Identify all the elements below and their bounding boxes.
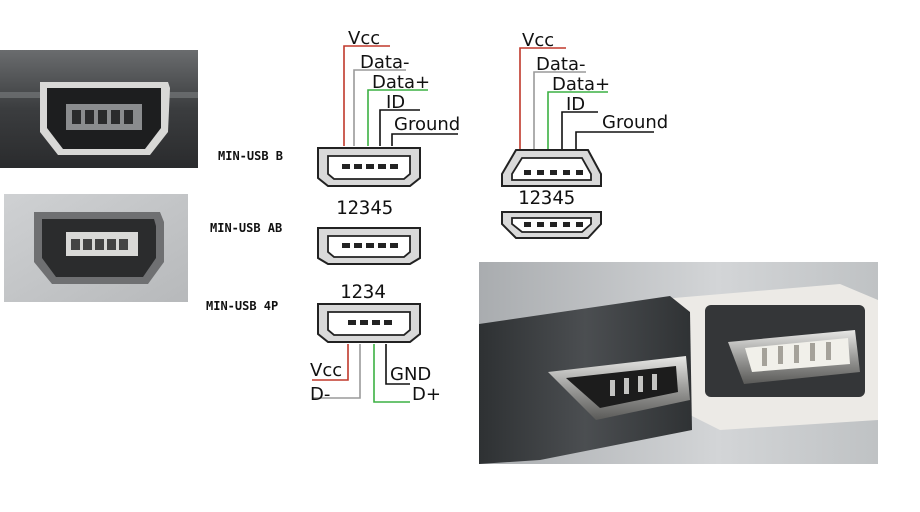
d-plus-wire-4p bbox=[373, 344, 410, 403]
vcc-right-label: Vcc bbox=[522, 30, 554, 51]
vcc-wire-right bbox=[519, 47, 566, 158]
data-plus-wire-right bbox=[547, 91, 608, 158]
data-minus-wire-right bbox=[533, 71, 586, 158]
mini-ab-label: MIN-USB AB bbox=[210, 221, 282, 235]
mini-b-connector bbox=[317, 147, 421, 187]
mini-usb-port-photo-1 bbox=[0, 50, 198, 168]
right-pin-numbers: 12345 bbox=[518, 187, 575, 209]
id-label: ID bbox=[386, 92, 405, 113]
vcc-wire bbox=[343, 45, 390, 146]
data-plus-label: Data+ bbox=[372, 72, 430, 93]
pin-numbers-4: 1234 bbox=[340, 281, 386, 303]
wires-bottom bbox=[312, 344, 410, 403]
data-plus-wire bbox=[367, 89, 428, 146]
right-lower-connector bbox=[501, 211, 602, 239]
d-minus-wire-4p bbox=[312, 344, 361, 399]
data-minus-right-label: Data- bbox=[536, 54, 585, 75]
mini-b-label: MIN-USB B bbox=[218, 149, 283, 163]
wires-top bbox=[343, 45, 458, 146]
d-plus-4p-label: D+ bbox=[412, 384, 441, 405]
data-minus-wire bbox=[353, 69, 406, 146]
mini-4p-connector bbox=[317, 303, 421, 343]
id-wire bbox=[379, 109, 420, 146]
d-minus-4p-label: D- bbox=[310, 384, 330, 405]
right-upper-connector bbox=[501, 149, 602, 187]
vcc-4p-label: Vcc bbox=[310, 360, 342, 381]
mini-4p-label: MIN-USB 4P bbox=[206, 299, 278, 313]
mini-usb-port-photo-2 bbox=[4, 194, 188, 302]
id-right-label: ID bbox=[566, 94, 585, 115]
pin-numbers-5: 12345 bbox=[336, 197, 393, 219]
vcc-label: Vcc bbox=[348, 28, 380, 49]
data-plus-right-label: Data+ bbox=[552, 74, 610, 95]
id-wire-right bbox=[561, 111, 598, 158]
mini-usb-plugs-photo bbox=[479, 262, 878, 464]
gnd-4p-label: GND bbox=[390, 364, 431, 385]
ground-wire bbox=[391, 133, 458, 146]
ground-right-label: Ground bbox=[602, 112, 668, 133]
mini-ab-connector bbox=[317, 227, 421, 265]
ground-label: Ground bbox=[394, 114, 460, 135]
data-minus-label: Data- bbox=[360, 52, 409, 73]
vcc-wire-4p bbox=[312, 344, 349, 381]
gnd-wire-4p bbox=[385, 344, 410, 385]
